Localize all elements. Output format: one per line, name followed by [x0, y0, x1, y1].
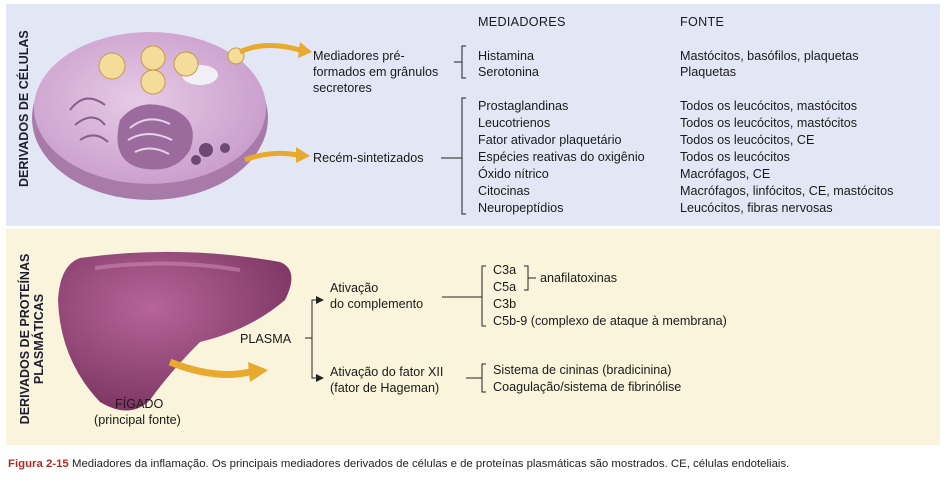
plasma-section-label: DERIVADOS DE PROTEÍNAS PLASMÁTICAS	[18, 249, 46, 429]
mediators-header: MEDIADORES	[478, 15, 566, 29]
mediator-item: Leucotrienos	[478, 116, 551, 130]
mediator-item: Neuropeptídios	[478, 201, 564, 215]
liver-label: FÍGADO	[115, 397, 164, 411]
source-item: Plaquetas	[680, 65, 737, 79]
complement-label-line1: Ativação	[330, 281, 379, 295]
liver-illustration	[58, 251, 292, 411]
kinin-system-label: Sistema de cininas (bradicinina)	[493, 363, 672, 377]
coagulation-label: Coagulação/sistema de fibrinólise	[493, 380, 682, 394]
source-item: Todos os leucócitos, mastócitos	[680, 116, 858, 130]
liver-sublabel: (principal fonte)	[94, 413, 181, 427]
newly-synthesized-label: Recém-sintetizados	[313, 151, 424, 165]
source-header: FONTE	[680, 15, 725, 29]
cells-section-label: DERIVADOS DE CÉLULAS	[17, 30, 31, 187]
complement-label-line2: do complemento	[330, 297, 424, 311]
mediator-item: Serotonina	[478, 65, 539, 79]
source-item: Todos os leucócitos	[680, 150, 790, 164]
plasma-label: PLASMA	[240, 332, 292, 346]
mediator-item: Histamina	[478, 49, 534, 63]
c5a-label: C5a	[493, 280, 517, 294]
figure-caption: Figura 2-15 Mediadores da inflamação. Os…	[8, 458, 789, 470]
source-item: Macrófagos, linfócitos, CE, mastócitos	[680, 184, 894, 198]
factor-xii-label-line1: Ativação do fator XII	[330, 365, 444, 379]
plasma-section-label-line2: PLASMÁTICAS	[32, 293, 46, 385]
mediator-item: Espécies reativas do oxigênio	[478, 150, 645, 164]
c5b9-label: C5b-9 (complexo de ataque à membrana)	[493, 314, 727, 328]
source-item: Macrófagos, CE	[680, 167, 771, 181]
preformed-label-line3: secretores	[313, 81, 372, 95]
anaphylatoxins-label: anafilatoxinas	[540, 271, 618, 285]
preformed-label-line2: formados em grânulos	[313, 65, 439, 79]
preformed-label-line1: Mediadores pré-	[313, 49, 405, 63]
mediator-item: Prostaglandinas	[478, 99, 569, 113]
mediator-item: Óxido nítrico	[478, 167, 549, 181]
figure-number: Figura 2-15	[8, 458, 69, 470]
figure-caption-text: Mediadores da inflamação. Os principais …	[71, 458, 790, 470]
source-item: Leucócitos, fibras nervosas	[680, 201, 833, 215]
c3b-label: C3b	[493, 297, 517, 311]
mediator-item: Citocinas	[478, 184, 530, 198]
factor-xii-label-line2: (fator de Hageman)	[330, 381, 440, 395]
source-item: Todos os leucócitos, CE	[680, 133, 815, 147]
source-item: Mastócitos, basófilos, plaquetas	[680, 49, 859, 63]
mediator-item: Fator ativador plaquetário	[478, 133, 622, 147]
cell-illustration	[32, 32, 268, 200]
c3a-label: C3a	[493, 263, 517, 277]
source-item: Todos os leucócitos, mastócitos	[680, 99, 858, 113]
plasma-section-label-line1: DERIVADOS DE PROTEÍNAS	[18, 253, 32, 425]
